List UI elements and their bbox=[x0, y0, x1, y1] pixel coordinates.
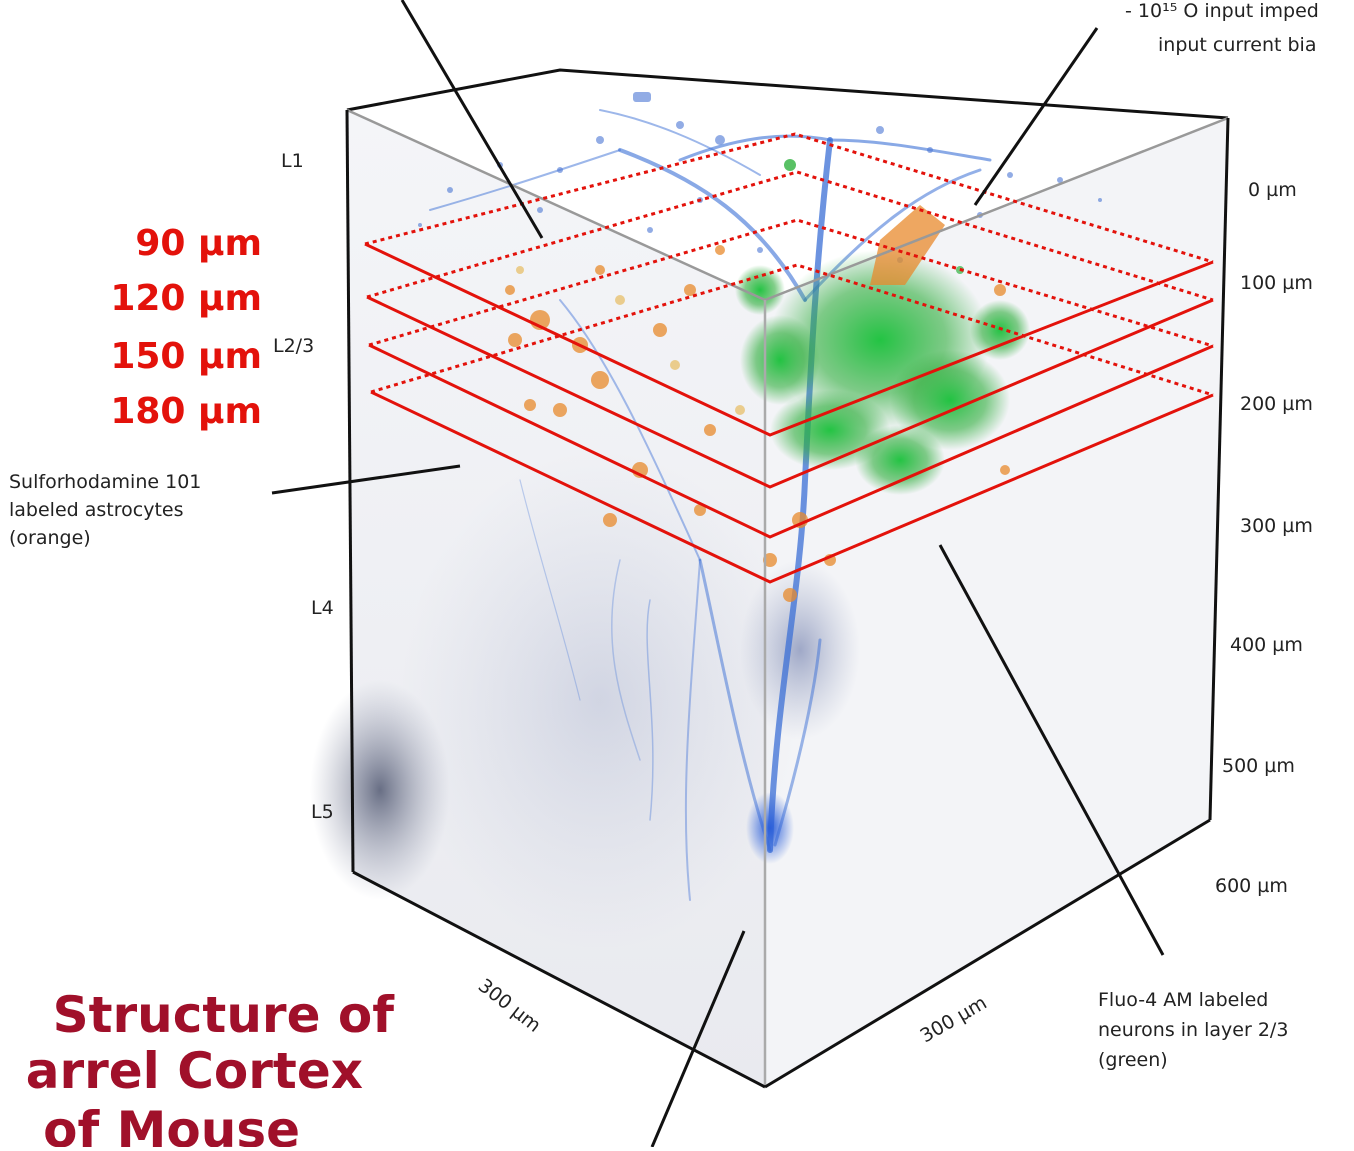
astrocyte-note-line2: labeled astrocytes bbox=[9, 499, 183, 521]
plane-depth-120: 120 µm bbox=[110, 278, 262, 319]
astrocyte-note-line1: Sulforhodamine 101 bbox=[9, 471, 201, 493]
depth-scale-100: 100 µm bbox=[1240, 272, 1313, 294]
title-line3: of Mouse bbox=[43, 1101, 300, 1147]
title-line2: arrel Cortex bbox=[26, 1042, 363, 1100]
plane-depth-150: 150 µm bbox=[110, 336, 262, 377]
title-line1: Structure of bbox=[53, 986, 396, 1044]
leader-lines bbox=[271, 0, 1165, 1148]
width-label-left: 300 µm bbox=[474, 975, 545, 1037]
depth-scale-0: 0 µm bbox=[1248, 179, 1297, 201]
plane-120 bbox=[366, 170, 1214, 489]
layer-l23-label: L2/3 bbox=[273, 335, 314, 357]
plane-180 bbox=[370, 263, 1214, 584]
neuron-note-line2: neurons in layer 2/3 bbox=[1098, 1019, 1288, 1041]
layer-l5-label: L5 bbox=[311, 801, 334, 823]
depth-scale-400: 400 µm bbox=[1230, 634, 1303, 656]
soma bbox=[746, 792, 794, 864]
input-impedance-note: - 10¹⁵ O input imped bbox=[1125, 0, 1319, 22]
depth-scale-500: 500 µm bbox=[1222, 755, 1295, 777]
depth-scale-300: 300 µm bbox=[1240, 515, 1313, 537]
volume-faces bbox=[310, 110, 1228, 1087]
astrocyte-note-line3: (orange) bbox=[9, 527, 91, 549]
plane-depth-180: 180 µm bbox=[110, 391, 262, 432]
layer-l4-label: L4 bbox=[311, 597, 334, 619]
layer-l1-label: L1 bbox=[281, 150, 304, 172]
depth-scale-600: 600 µm bbox=[1215, 875, 1288, 897]
volume-edges bbox=[345, 68, 1230, 1089]
neuron-note-line3: (green) bbox=[1098, 1049, 1168, 1071]
imaging-planes bbox=[364, 132, 1214, 584]
depth-scale-200: 200 µm bbox=[1240, 393, 1313, 415]
width-label-right: 300 µm bbox=[917, 992, 991, 1048]
plane-150 bbox=[368, 218, 1214, 539]
plane-depth-90: 90 µm bbox=[135, 223, 262, 264]
input-current-note: input current bia bbox=[1158, 34, 1316, 56]
neuron-note-line1: Fluo-4 AM labeled bbox=[1098, 989, 1268, 1011]
green-neurons bbox=[735, 159, 1030, 495]
